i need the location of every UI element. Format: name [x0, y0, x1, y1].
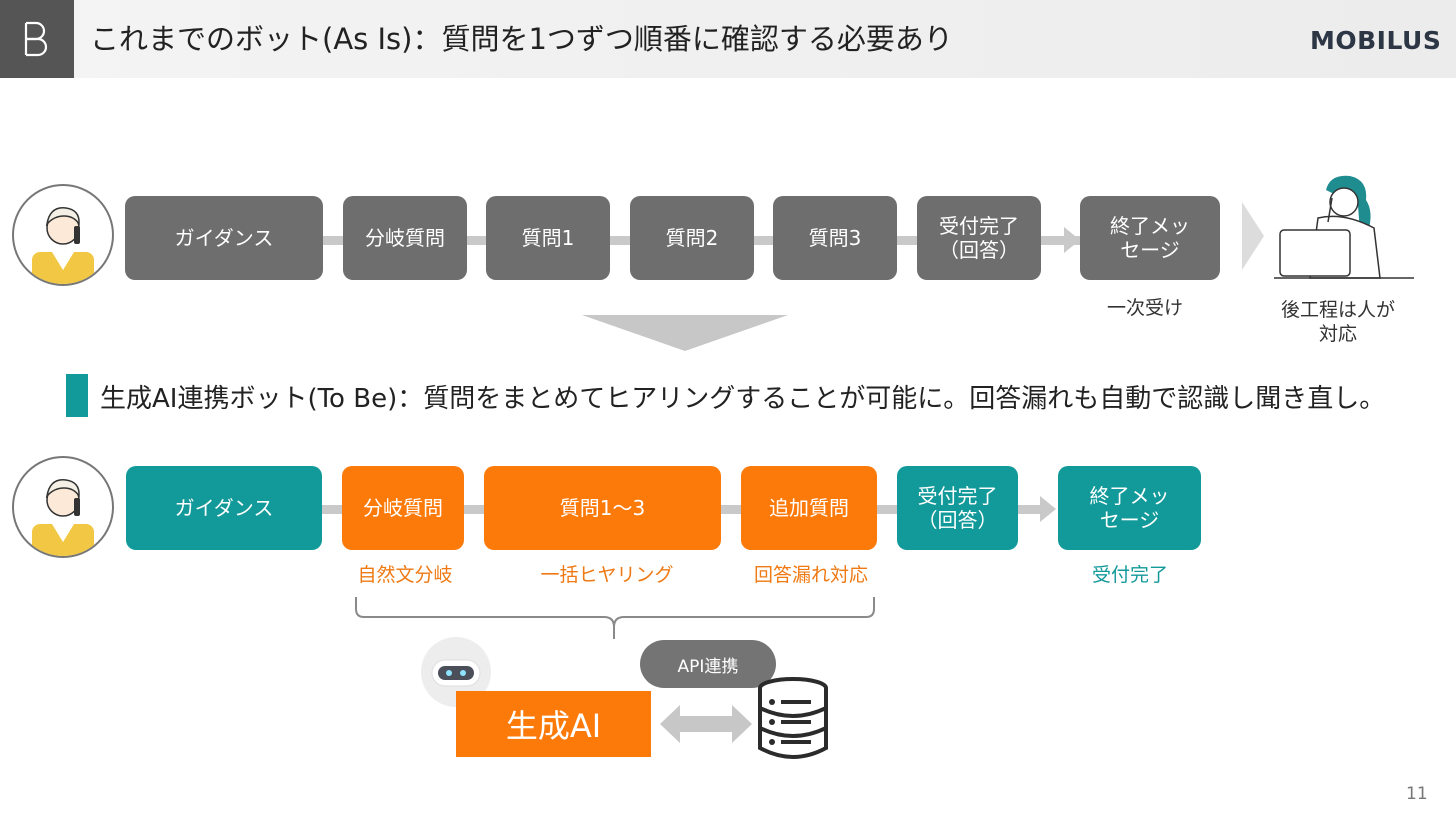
page-number: 11: [1406, 784, 1428, 804]
step-question-3: 質問3: [773, 196, 897, 280]
note-missing-answer: 回答漏れ対応: [753, 564, 868, 586]
note-reception-complete: 受付完了: [1091, 564, 1168, 586]
step-additional-question: 追加質問: [741, 466, 877, 550]
step-branch-question: 分岐質問: [343, 196, 467, 280]
step-question-1: 質問1: [486, 196, 610, 280]
step-branch-question: 分岐質問: [342, 466, 464, 550]
note-human-followup: 後工程は人が 対応: [1280, 299, 1395, 345]
flow-connector: [320, 236, 1200, 245]
note-first-receipt: 一次受け: [1106, 297, 1183, 319]
brace-bracket: [354, 597, 876, 645]
step-reception-complete: 受付完了 （回答）: [917, 196, 1041, 280]
to-be-heading: 生成AI連携ボット(To Be)：質問をまとめてヒアリングすることが可能に。回答…: [100, 384, 1386, 414]
generative-ai-box: 生成AI: [456, 691, 651, 757]
logo-icon: [0, 0, 74, 78]
robot-icon: [420, 636, 492, 712]
step-question-2: 質問2: [630, 196, 754, 280]
note-bulk-hearing: 一括ヒヤリング: [540, 564, 674, 586]
chevron-right-icon: [1240, 200, 1266, 276]
step-end-message: 終了メッ セージ: [1080, 196, 1220, 280]
page-title: これまでのボット(As Is)：質問を1つずつ順番に確認する必要あり: [90, 22, 953, 56]
double-arrow-icon: [660, 703, 752, 749]
operator-avatar-icon: [12, 456, 114, 558]
arrow-right-icon: [1016, 494, 1058, 528]
step-guidance: ガイダンス: [125, 196, 323, 280]
step-questions-1-3: 質問1～3: [484, 466, 721, 550]
worried-person-icon: [1270, 172, 1420, 288]
step-guidance: ガイダンス: [126, 466, 322, 550]
brand-logo: MOBILUS: [1310, 26, 1442, 55]
step-reception-complete: 受付完了 （回答）: [897, 466, 1018, 550]
header-bar: [0, 0, 1456, 78]
note-natural-language-branch: 自然文分岐: [357, 564, 453, 586]
step-end-message: 終了メッ セージ: [1058, 466, 1201, 550]
operator-avatar-icon: [12, 184, 114, 286]
section-marker: [66, 374, 88, 417]
api-integration-bubble: API連携: [640, 640, 776, 688]
database-icon: [756, 676, 830, 764]
arrow-right-icon: [1040, 225, 1082, 259]
transition-arrow-down-icon: [582, 315, 788, 355]
